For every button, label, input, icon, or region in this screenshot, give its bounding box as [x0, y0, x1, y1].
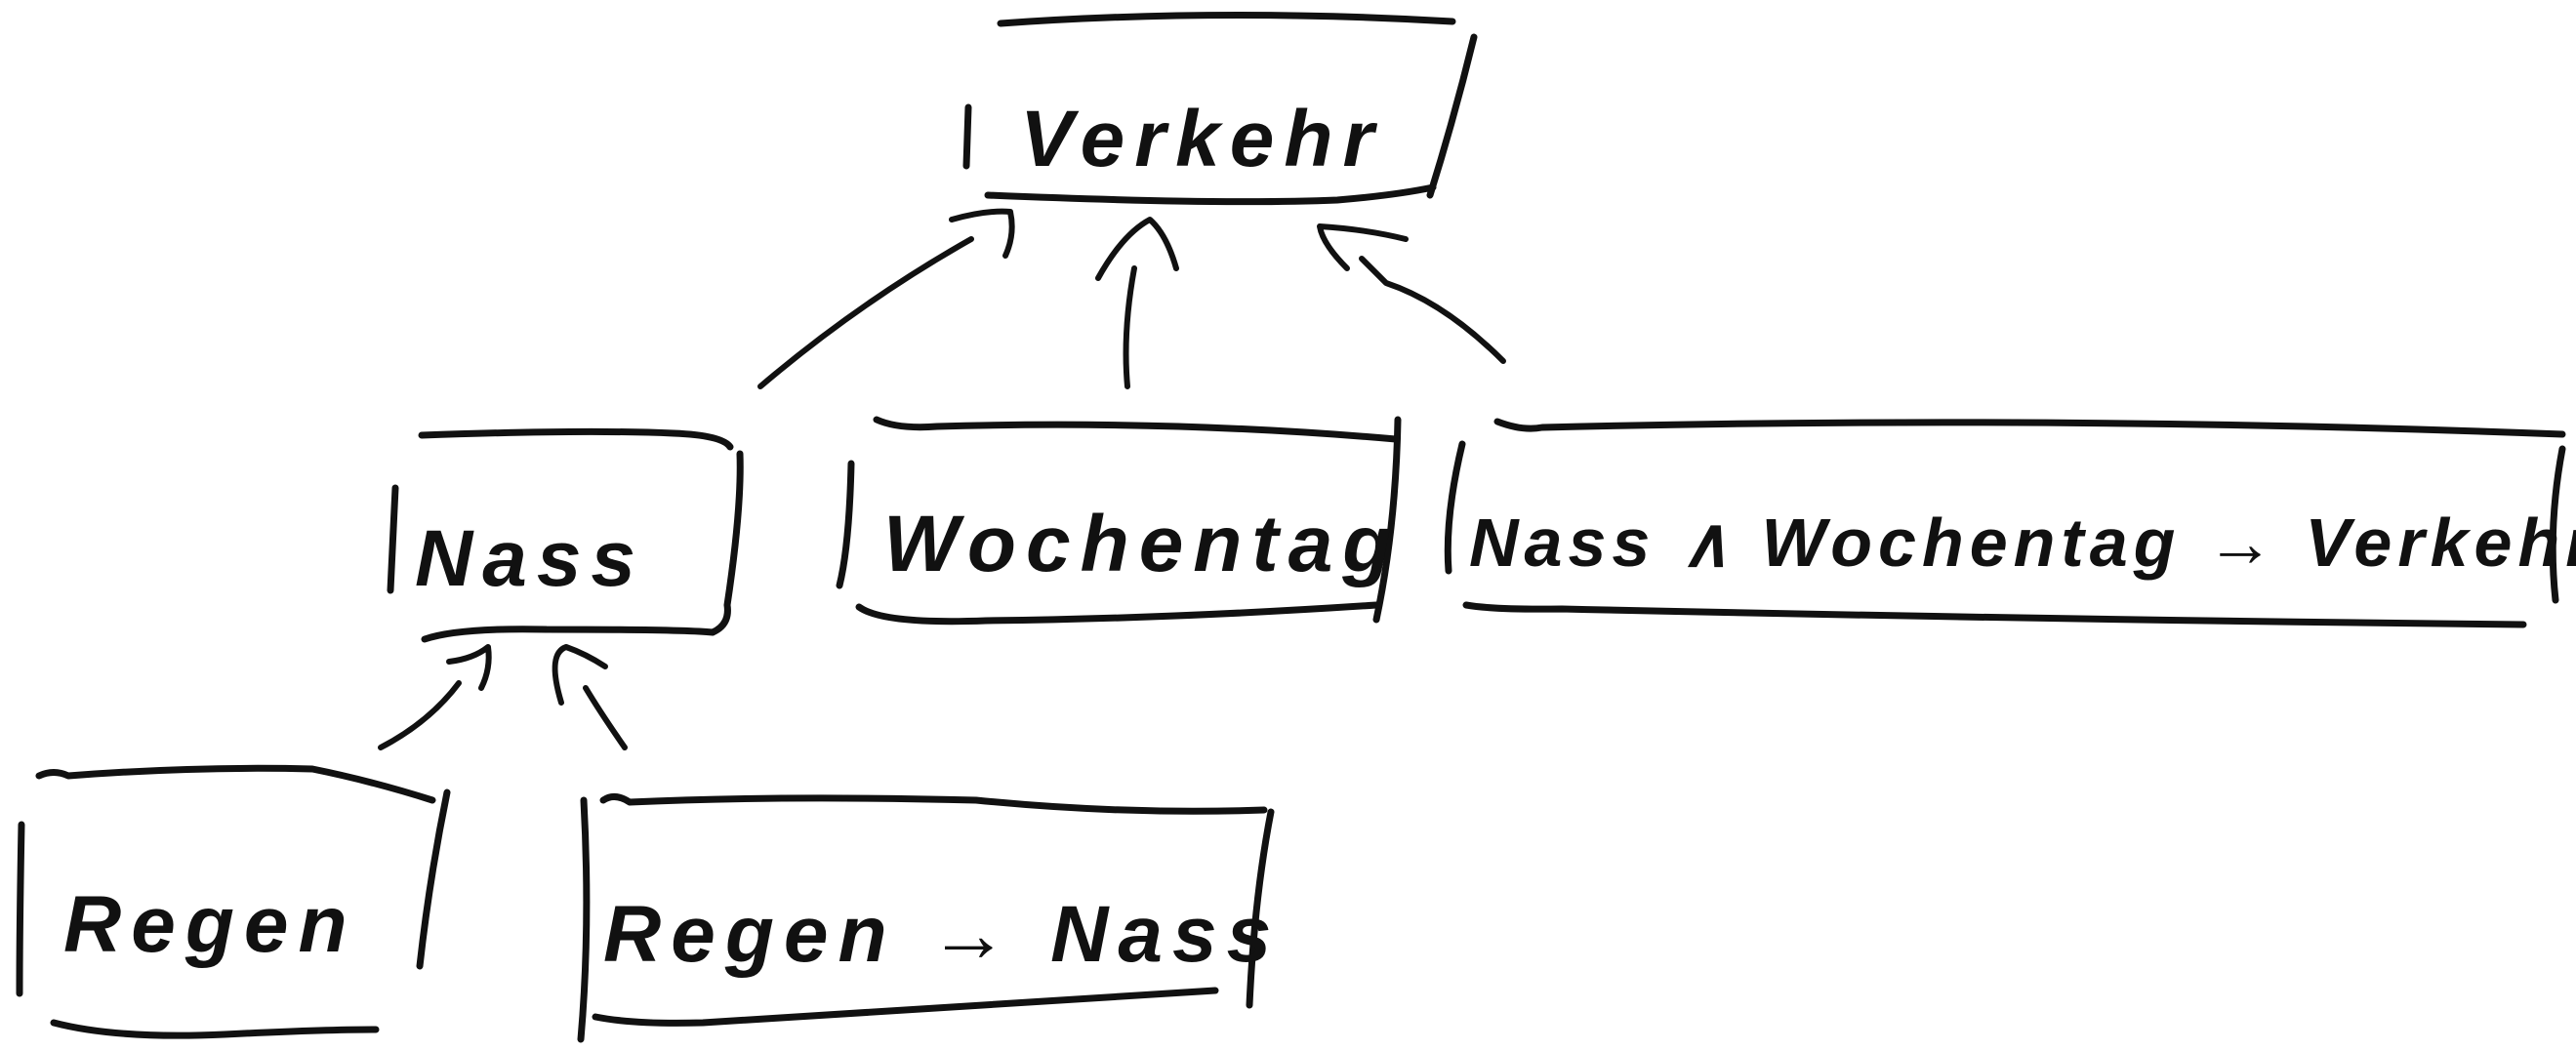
- node-regen: Regen: [16, 764, 451, 1039]
- arrow-regen-to-nass: [378, 644, 492, 750]
- node-rule-verkehr: Nass ∧ Wochentag → Verkehr: [1444, 418, 2576, 628]
- label-verkehr: Verkehr: [1020, 95, 1383, 183]
- label-nass: Nass: [415, 514, 645, 603]
- node-wochentag: Wochentag: [836, 416, 1402, 626]
- label-rule-verkehr: Nass ∧ Wochentag → Verkehr: [1469, 505, 2576, 581]
- node-nass: Nass: [387, 427, 744, 643]
- node-rule-nass: Regen → Nass: [577, 793, 1281, 1043]
- label-regen: Regen: [63, 880, 357, 969]
- arrow-nass-to-verkehr: [757, 208, 1015, 389]
- arrow-rule-to-verkehr: [1317, 223, 1506, 364]
- arrow-wochentag-to-verkehr: [1095, 217, 1179, 389]
- label-rule-nass: Regen → Nass: [603, 890, 1281, 979]
- node-verkehr: Verkehr: [962, 11, 1478, 206]
- arrow-rule-to-nass: [552, 644, 628, 750]
- label-wochentag: Wochentag: [883, 500, 1401, 588]
